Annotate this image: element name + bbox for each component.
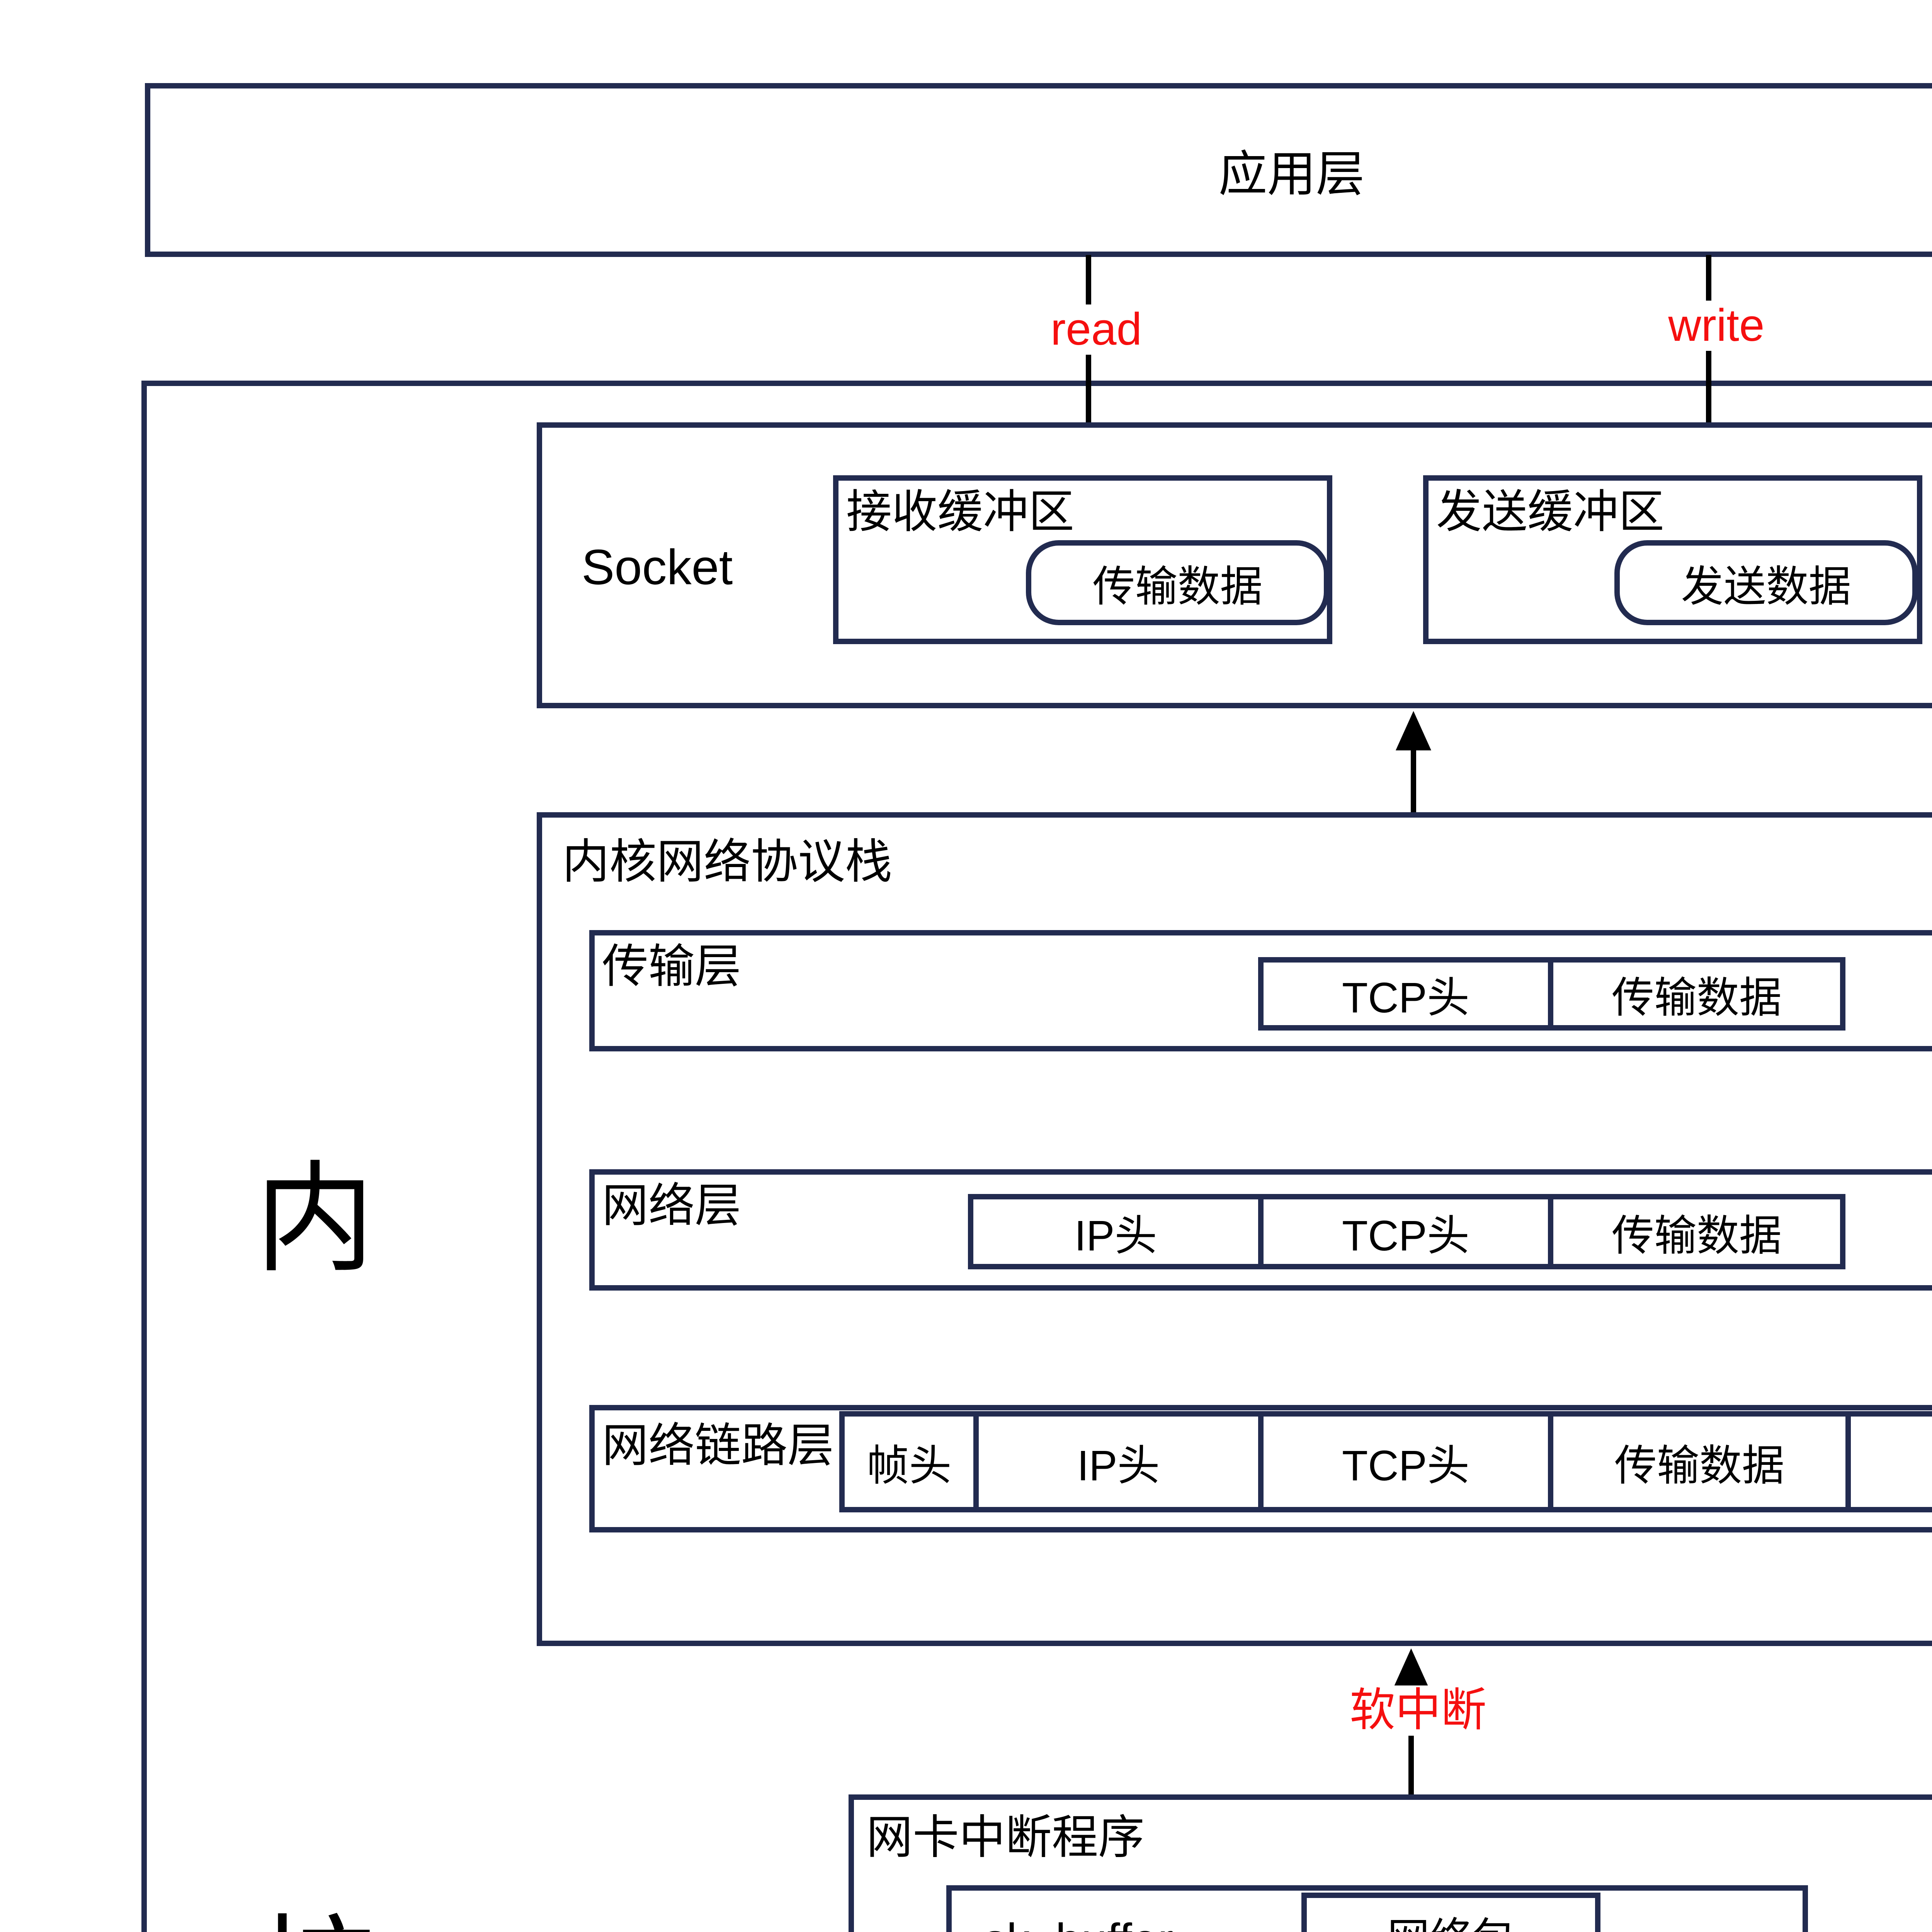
protocol-stack-label: 内核网络协议栈 (562, 835, 892, 888)
network-layer-label: 网络层 (602, 1180, 741, 1231)
application-layer-label: 应用层 (1218, 147, 1365, 201)
nic-interrupt-handler-label: 网卡中断程序 (866, 1811, 1145, 1863)
sk-buffer-label: sk_buffer (983, 1913, 1173, 1932)
network-tcp-header-cell: TCP头 (1258, 1194, 1553, 1269)
soft-interrupt-label: 软中断 (1314, 1685, 1522, 1736)
link-frame-trailer-cell: 帧尾 (1845, 1411, 1932, 1512)
write-flow-label: write (1612, 300, 1821, 351)
receive-buffer-data-box: 传输数据 (1026, 540, 1329, 625)
read-flow-label: read (992, 304, 1201, 355)
send-buffer-data-box: 发送数据 (1614, 540, 1918, 625)
kernel-label-top-char: 内 (255, 1152, 375, 1286)
transport-payload-cell: 传输数据 (1548, 957, 1845, 1031)
socket-label: Socket (582, 540, 733, 595)
transport-layer-label: 传输层 (602, 940, 741, 992)
link-payload-cell: 传输数据 (1548, 1411, 1851, 1512)
network-ip-header-cell: IP头 (968, 1194, 1264, 1269)
write-arrow-line (1706, 255, 1711, 448)
link-ip-header-cell: IP头 (973, 1411, 1264, 1512)
transport-tcp-header-cell: TCP头 (1258, 957, 1553, 1031)
network-payload-cell: 传输数据 (1548, 1194, 1845, 1269)
send-buffer-label: 发送缓冲区 (1436, 486, 1665, 537)
application-layer-box: 应用层 (145, 83, 1932, 257)
link-tcp-header-cell: TCP头 (1258, 1411, 1553, 1512)
receive-buffer-label: 接收缓冲区 (846, 486, 1075, 537)
kernel-label-bottom-char: 核 (249, 1913, 381, 1932)
link-layer-label: 网络链路层 (602, 1420, 834, 1471)
link-frame-header-cell: 帧头 (839, 1411, 979, 1512)
stack-to-socket-arrow-line (1411, 744, 1416, 812)
sk-buffer-packet-box: 网络包 (1301, 1893, 1600, 1932)
